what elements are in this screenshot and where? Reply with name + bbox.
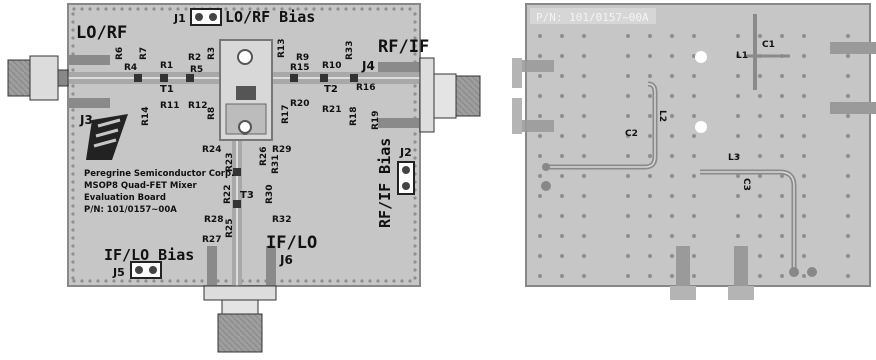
peregrine-logo [86, 114, 128, 160]
ref-r23: R23 [225, 153, 235, 172]
label-lo-rf-bias: LO/RF Bias [225, 8, 315, 26]
back-via-grid [538, 34, 850, 278]
ref-r1: R1 [160, 61, 173, 71]
silk-line-1: Peregrine Semiconductor Corp. [84, 169, 234, 179]
label-j3: J3 [79, 113, 93, 127]
mixer-ic [236, 86, 256, 100]
ref-r25: R25 [225, 219, 235, 238]
ref-t3: T3 [240, 190, 254, 201]
label-j6: J6 [279, 253, 293, 267]
ref-r31: R31 [271, 155, 281, 174]
ref-r30: R30 [265, 185, 275, 204]
back-board-substrate [525, 3, 871, 287]
ref-r20: R20 [290, 99, 309, 109]
ref-r15: R15 [290, 63, 309, 73]
label-j1: J1 [173, 12, 186, 25]
ref-r4: R4 [124, 63, 137, 73]
label-j4: J4 [361, 59, 375, 73]
ref-t2: T2 [324, 84, 338, 95]
ref-r6: R6 [115, 47, 125, 60]
ref-t1: T1 [160, 84, 174, 95]
ref-r12: R12 [188, 101, 207, 111]
ref-r17: R17 [281, 105, 291, 124]
silk-line-3: Evaluation Board [84, 193, 166, 203]
back-board: P/N: 101/0157~00A L1 C1 L2 C2 L3 C3 [512, 3, 876, 300]
ref-r5: R5 [190, 65, 203, 75]
front-board: LO/RF RF/IF IF/LO J3 J4 J6 LO/RF Bias IF… [7, 3, 481, 353]
ref-r22: R22 [223, 185, 233, 204]
header-j2 [397, 161, 415, 195]
ref-l1: L1 [736, 51, 748, 61]
label-if-lo: IF/LO [266, 233, 317, 253]
ref-r28: R28 [204, 215, 223, 225]
label-rf-if: RF/IF [378, 37, 429, 57]
ref-r3: R3 [207, 47, 217, 60]
ref-r19: R19 [371, 111, 381, 130]
ref-r10: R10 [322, 61, 341, 71]
board-description: Peregrine Semiconductor Corp. MSOP8 Quad… [84, 169, 234, 215]
ref-r29: R29 [272, 145, 291, 155]
ref-r18: R18 [349, 107, 359, 126]
label-j2: J2 [399, 146, 412, 159]
back-part-number: P/N: 101/0157~00A [536, 11, 649, 24]
header-j5 [130, 261, 162, 279]
ref-r8: R8 [207, 107, 217, 120]
silk-line-2: MSOP8 Quad-FET Mixer [84, 181, 198, 191]
ref-r21: R21 [322, 105, 341, 115]
ref-c2: C2 [625, 129, 638, 139]
ref-r14: R14 [141, 107, 151, 126]
header-j1 [190, 8, 222, 26]
ref-r33: R33 [345, 41, 355, 60]
ref-r26: R26 [259, 147, 269, 166]
ref-c3: C3 [741, 178, 751, 191]
label-rf-if-bias: RF/IF Bias [376, 138, 394, 228]
ref-r11: R11 [160, 101, 179, 111]
ref-r32: R32 [272, 215, 291, 225]
ref-r24: R24 [202, 145, 221, 155]
ref-r16: R16 [356, 83, 375, 93]
ref-r2: R2 [188, 53, 201, 63]
ref-l2: L2 [657, 110, 667, 122]
sma-connector-bottom [203, 285, 277, 353]
smd-parts [134, 74, 358, 208]
ref-r13: R13 [277, 39, 287, 58]
silk-line-4: P/N: 101/0157~00A [84, 205, 177, 215]
ref-l3: L3 [728, 153, 740, 163]
ref-r27: R27 [202, 235, 221, 245]
sma-connector-right [419, 57, 481, 133]
ref-r7: R7 [139, 47, 149, 60]
label-if-lo-bias: IF/LO Bias [104, 246, 194, 264]
ref-r9: R9 [296, 53, 309, 63]
sma-connector-left [7, 55, 69, 101]
label-j5: J5 [112, 266, 125, 279]
ref-c1: C1 [762, 40, 775, 50]
label-lo-rf: LO/RF [76, 23, 127, 43]
